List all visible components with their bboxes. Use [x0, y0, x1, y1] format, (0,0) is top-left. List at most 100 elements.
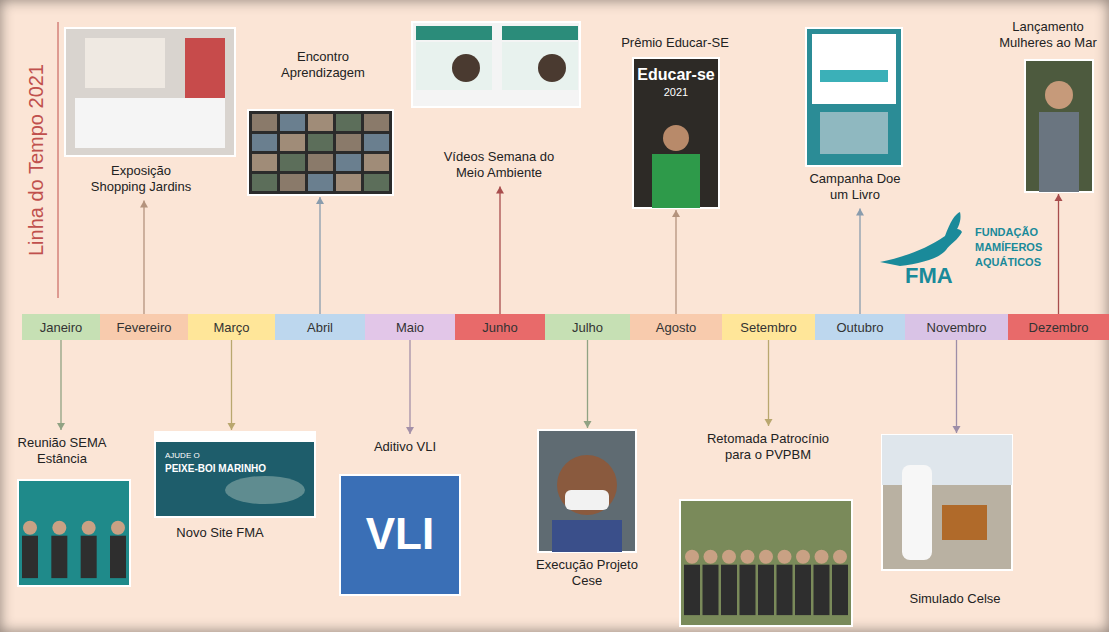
event-title: Exposição Shopping Jardins — [85, 160, 197, 199]
connector-group — [584, 340, 592, 428]
month-box: Outubro — [815, 314, 905, 340]
event-photo — [65, 28, 235, 156]
timeline-title: Linha do Tempo 2021 — [23, 20, 49, 300]
month-label: Setembro — [740, 320, 796, 335]
timeline-arrow — [859, 209, 860, 315]
event-title: Execução Projeto Cese — [522, 554, 652, 593]
title-rule — [58, 22, 59, 298]
event-item: Execução Projeto Cese — [522, 430, 652, 593]
month-box: Janeiro — [22, 314, 100, 340]
arrow-head — [496, 187, 504, 194]
arrow-head — [765, 419, 773, 426]
event-title: Novo Site FMA — [165, 522, 275, 544]
arrow-head — [316, 197, 324, 204]
event-title: Simulado Celse — [900, 588, 1010, 610]
month-box: Dezembro — [1008, 314, 1109, 340]
arrow-head — [406, 427, 414, 434]
month-label: Junho — [482, 320, 517, 335]
connector-group — [228, 340, 236, 430]
month-label: Março — [213, 320, 249, 335]
event-item: Novo Site FMA — [155, 432, 315, 544]
month-label: Julho — [572, 320, 603, 335]
month-label: Maio — [396, 320, 424, 335]
timeline-arrow — [143, 201, 144, 315]
month-label: Abril — [307, 320, 333, 335]
logo-text: FUNDAÇÃO — [975, 226, 1038, 238]
connector-group — [57, 340, 65, 430]
connector-group — [140, 201, 148, 315]
month-label: Fevereiro — [117, 320, 172, 335]
event-photo — [806, 28, 902, 166]
photo-text: 2021 — [633, 86, 719, 98]
arrow-head — [1055, 194, 1063, 201]
event-photo — [1025, 60, 1093, 192]
event-photo — [155, 432, 315, 517]
connector-group — [856, 209, 864, 315]
logo-text: FMA — [905, 264, 953, 288]
month-box: Março — [188, 314, 275, 340]
photo-text: Educar-se — [633, 66, 719, 84]
timeline-arrow — [956, 340, 957, 433]
connector-group — [1055, 194, 1063, 314]
event-title: Prêmio Educar-SE — [600, 32, 750, 54]
event-item: Reunião SEMA Estância — [12, 432, 130, 586]
event-title: Aditivo VLI — [355, 436, 455, 458]
month-box: Agosto — [630, 314, 722, 340]
month-box: Abril — [275, 314, 365, 340]
event-title: Reunião SEMA Estância — [12, 432, 112, 471]
event-item: Vídeos Semana do Meio Ambiente — [412, 22, 580, 185]
photo-text: AJUDE O — [165, 452, 200, 461]
event-item: Campanha Doe um Livro — [800, 28, 910, 207]
event-title: Encontro Aprendizagem — [268, 46, 378, 85]
timeline-arrow — [1058, 194, 1059, 314]
month-box: Setembro — [722, 314, 815, 340]
event-title: Retomada Patrocínio para o PVPBM — [700, 428, 836, 467]
timeline-arrow — [319, 197, 320, 314]
event-item: Prêmio Educar-SE — [600, 32, 750, 208]
connector-group — [316, 197, 324, 314]
connector-group — [496, 187, 504, 315]
event-item: Simulado Celse — [882, 435, 1012, 610]
month-box: Maio — [365, 314, 455, 340]
event-photo — [633, 58, 719, 208]
month-label: Dezembro — [1029, 320, 1089, 335]
month-label: Agosto — [656, 320, 696, 335]
timeline-arrow — [768, 340, 769, 426]
timeline-arrow — [587, 340, 588, 428]
event-photo — [18, 480, 130, 586]
arrow-head — [140, 201, 148, 208]
event-photo — [340, 475, 460, 595]
month-box: Fevereiro — [100, 314, 188, 340]
arrow-head — [953, 426, 961, 433]
timeline-arrow — [231, 340, 232, 430]
event-item: Encontro Aprendizagem — [248, 46, 393, 195]
timeline-arrow — [675, 210, 676, 314]
arrow-head — [584, 421, 592, 428]
month-box: Julho — [545, 314, 630, 340]
event-photo — [538, 430, 636, 552]
connector-group — [672, 210, 680, 314]
logo-text: MAMÍFEROS — [975, 241, 1042, 253]
timeline-arrow — [409, 340, 410, 434]
month-box: Novembro — [905, 314, 1008, 340]
event-item: Exposição Shopping Jardins — [65, 28, 235, 199]
arrow-head — [672, 210, 680, 217]
timeline-arrow — [60, 340, 61, 430]
event-title: Lançamento Mulheres ao Mar — [992, 16, 1104, 55]
event-photo — [882, 435, 1012, 570]
event-photo — [680, 500, 852, 626]
logo-text: AQUÁTICOS — [975, 256, 1041, 268]
arrow-head — [228, 423, 236, 430]
month-label: Outubro — [837, 320, 884, 335]
event-photo — [248, 110, 393, 195]
logo-symbol — [880, 212, 962, 266]
photo-text: VLI — [340, 510, 460, 558]
arrow-head — [856, 209, 864, 216]
event-title: Vídeos Semana do Meio Ambiente — [440, 146, 558, 185]
timeline-arrow — [499, 187, 500, 315]
event-title: Campanha Doe um Livro — [800, 168, 910, 207]
event-photo — [412, 22, 580, 107]
month-label: Janeiro — [40, 320, 83, 335]
month-label: Novembro — [927, 320, 987, 335]
